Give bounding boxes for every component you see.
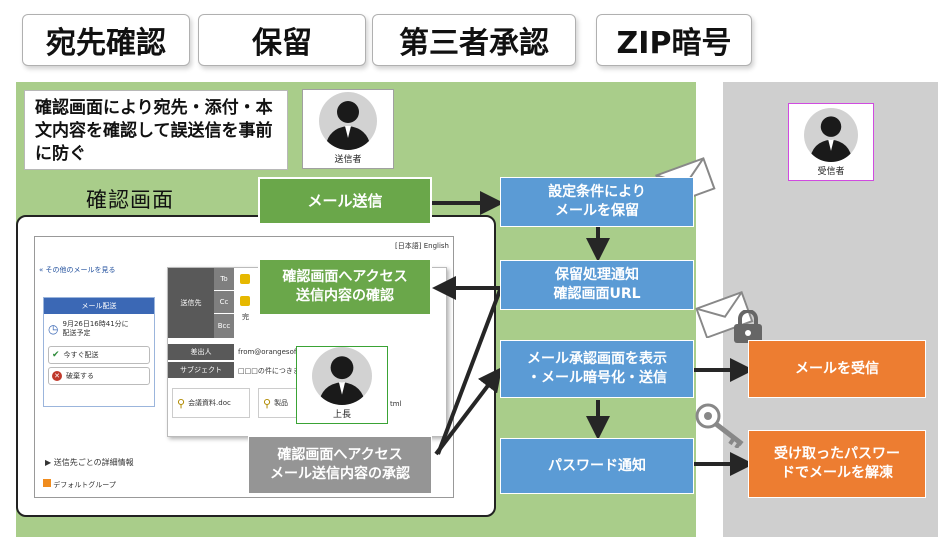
group-label: デフォルトグループ — [43, 479, 116, 490]
warning-icon — [240, 274, 250, 284]
boss-caption: 上長 — [332, 410, 351, 420]
attachment-1[interactable]: ⚲ 会議資料.doc — [172, 388, 250, 418]
hold-notice-box: 保留処理通知 確認画面URL — [500, 260, 694, 310]
play-icon: ▶ — [45, 458, 52, 467]
confirm-screen-label: 確認画面 — [86, 188, 174, 212]
lock-icon — [734, 310, 762, 343]
to-label: 送信先 — [168, 268, 214, 338]
password-notice-box: パスワード通知 — [500, 438, 694, 494]
discard-button[interactable]: ✕ 破棄する — [48, 367, 150, 385]
paperclip-icon: ⚲ — [177, 396, 186, 410]
receiver-avatar: 受信者 — [788, 103, 874, 181]
check-icon: ✔ — [52, 350, 60, 360]
boss-avatar: 上長 — [296, 346, 388, 424]
tab-recipient-check[interactable]: 宛先確認 — [22, 14, 190, 66]
language-switch[interactable]: [日本語] English — [395, 242, 449, 250]
sender-avatar: 送信者 — [302, 89, 394, 169]
tab-third-party-approval[interactable]: 第三者承認 — [372, 14, 576, 66]
sender-note: 確認画面により宛先・添付・本文内容を確認して誤送信を事前に防ぐ — [24, 90, 288, 170]
receive-mail-box: メールを受信 — [748, 340, 926, 398]
panel-title: メール配送 — [44, 298, 154, 314]
access-approve-box: 確認画面へアクセス メール送信内容の承認 — [248, 436, 432, 494]
send-mail-box: メール送信 — [258, 177, 432, 225]
warning-icon — [240, 296, 250, 306]
subject-value: □□□の件につきまし — [238, 367, 307, 375]
cc-value: 完 — [242, 313, 249, 321]
key-icon — [695, 403, 744, 448]
attachment-3: tml — [390, 400, 402, 408]
send-now-button[interactable]: ✔ 今すぐ配送 — [48, 346, 150, 364]
to-field-label: To — [214, 268, 234, 291]
subject-label: サブジェクト — [168, 362, 234, 378]
back-link[interactable]: « その他のメールを見る — [39, 266, 116, 274]
schedule-text: 9月26日16時41分に 配送予定 — [62, 320, 129, 337]
approve-display-box: メール承認画面を表示 ・メール暗号化・送信 — [500, 340, 694, 398]
details-link[interactable]: ▶ 送信先ごとの詳細情報 — [45, 458, 134, 467]
sender-caption: 送信者 — [334, 155, 362, 165]
envelope-icon — [695, 291, 754, 338]
person-icon — [804, 108, 858, 162]
tab-zip-encryption[interactable]: ZIP暗号 — [596, 14, 752, 66]
from-label: 差出人 — [168, 344, 234, 360]
from-value: from@orangesoft.co.jp — [238, 348, 318, 356]
chevron-left-icon: « — [39, 266, 44, 274]
person-icon — [319, 92, 377, 150]
paperclip-icon: ⚲ — [263, 396, 272, 410]
decrypt-box: 受け取ったパスワー ドでメールを解凍 — [748, 430, 926, 498]
bcc-field-label: Bcc — [214, 314, 234, 338]
delivery-panel: メール配送 ◷ 9月26日16時41分に 配送予定 ✔ 今すぐ配送 ✕ 破棄する — [43, 297, 155, 407]
clock-icon: ◷ — [48, 322, 59, 336]
cc-field-label: Cc — [214, 291, 234, 314]
group-icon — [43, 479, 51, 487]
hold-box: 設定条件により メールを保留 — [500, 177, 694, 227]
receiver-caption: 受信者 — [817, 167, 845, 177]
close-icon: ✕ — [52, 371, 62, 381]
person-icon — [312, 347, 372, 405]
access-confirm-box: 確認画面へアクセス 送信内容の確認 — [258, 258, 432, 316]
tab-hold[interactable]: 保留 — [198, 14, 366, 66]
